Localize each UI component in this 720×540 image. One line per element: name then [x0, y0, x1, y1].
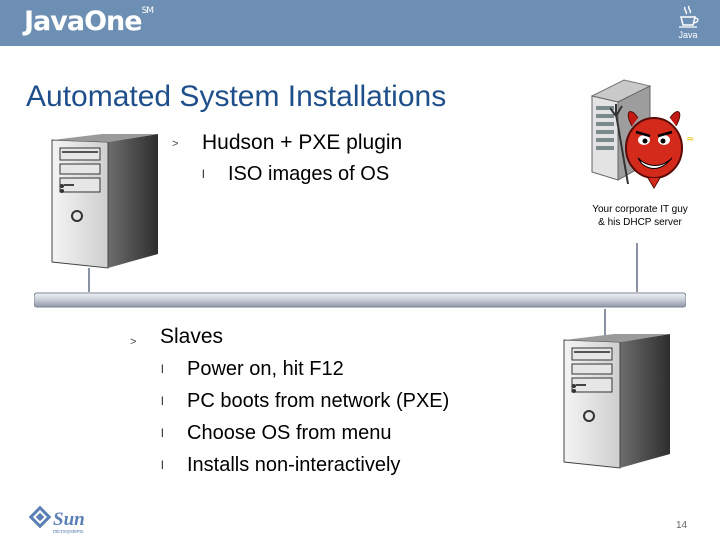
sub-bullet-dot: l — [202, 167, 205, 181]
dhcp-caption: Your corporate IT guy & his DHCP server — [560, 203, 720, 229]
pc-tower-icon — [51, 134, 158, 269]
sun-tagline: microsystems — [53, 529, 84, 535]
page-number: 14 — [676, 520, 688, 531]
brand-text: JavaOne — [24, 6, 143, 37]
caption-line-1: Your corporate IT guy — [592, 204, 688, 215]
brand-tm: SM — [141, 6, 155, 16]
sub-bullet-power: Power on, hit F12 — [187, 358, 344, 380]
sub-bullet-dot: l — [161, 458, 164, 472]
sub-bullet-installs: Installs non-interactively — [187, 454, 401, 476]
sub-bullet-iso: ISO images of OS — [228, 163, 390, 185]
sun-word: Sun — [53, 509, 85, 530]
java-word: Java — [678, 30, 698, 40]
pc-tower-icon — [563, 334, 670, 469]
sub-bullet-dot: l — [161, 394, 164, 408]
slide-title: Automated System Installations — [26, 80, 447, 113]
caption-line-2: & his DHCP server — [598, 217, 682, 228]
sub-bullet-pxe: PC boots from network (PXE) — [187, 390, 450, 412]
sub-bullet-dot: l — [161, 362, 164, 376]
network-bus-icon — [34, 292, 686, 308]
bullet-hudson: Hudson + PXE plugin — [202, 131, 403, 154]
sub-bullet-choose-os: Choose OS from menu — [187, 422, 392, 444]
devil-icon: ≈ — [610, 104, 694, 189]
header-bar: JavaOneSM Java — [0, 0, 720, 46]
bullet-marker: > — [172, 138, 179, 150]
sun-logo-icon: Sun microsystems — [28, 505, 94, 535]
svg-text:≈: ≈ — [686, 134, 694, 145]
java-cup-icon: Java — [676, 3, 700, 43]
javaone-logo: JavaOneSM — [24, 6, 155, 37]
sub-bullet-dot: l — [161, 426, 164, 440]
bullet-marker: > — [130, 336, 137, 348]
bullet-slaves: Slaves — [160, 325, 224, 348]
